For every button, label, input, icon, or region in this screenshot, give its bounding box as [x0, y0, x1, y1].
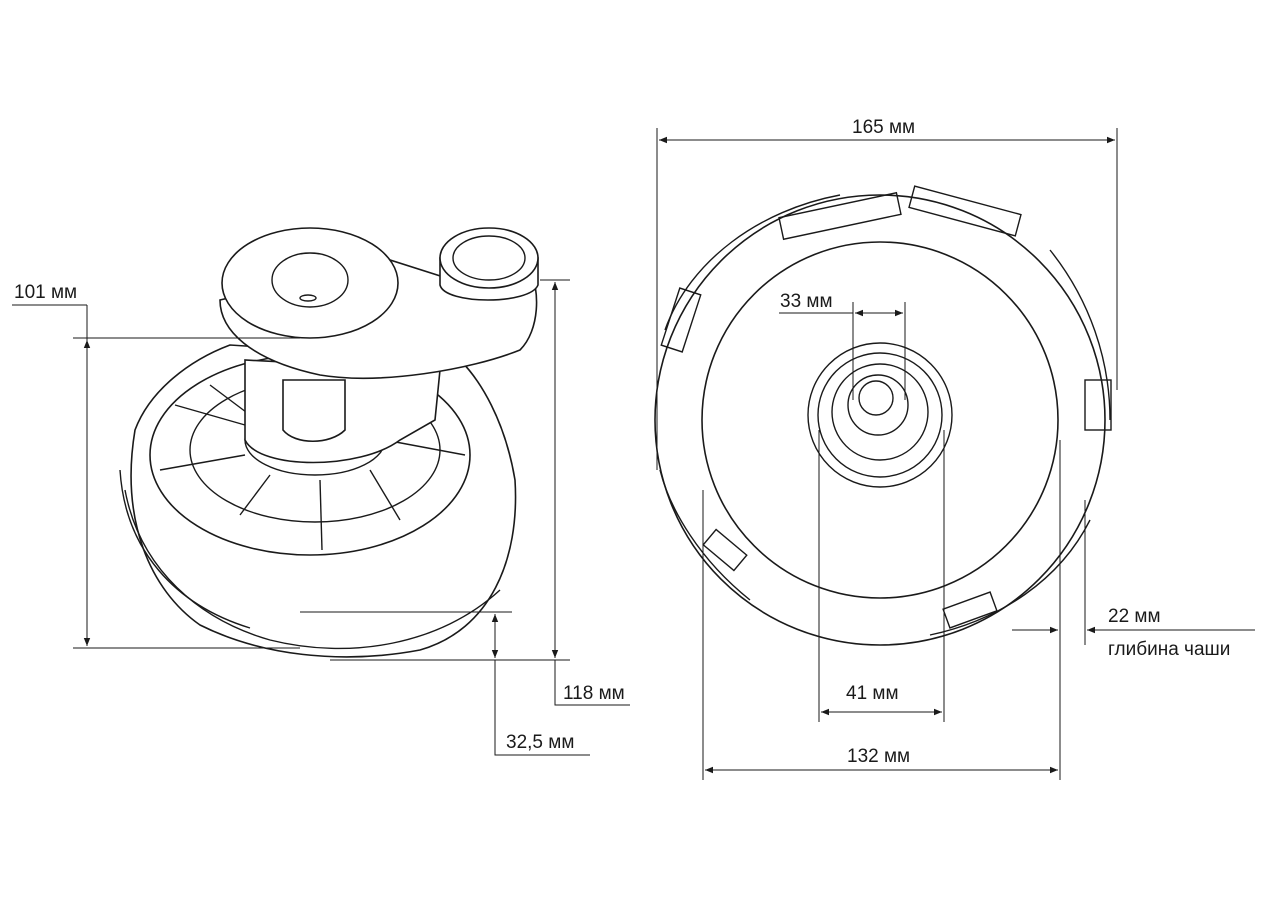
- dim-label-165: 165 мм: [852, 117, 915, 138]
- dim-label-33: 33 мм: [780, 291, 833, 312]
- dim-132: 132 мм: [702, 440, 1061, 780]
- dim-label-101: 101 мм: [14, 282, 77, 303]
- dim-label-bowl-depth: глибина чаши: [1108, 639, 1230, 660]
- dim-22: 22 мм глибина чаши: [1012, 500, 1255, 660]
- dim-label-41: 41 мм: [846, 683, 899, 704]
- dim-label-32-5: 32,5 мм: [506, 732, 574, 753]
- dim-41: 41 мм: [818, 430, 945, 722]
- dim-label-132: 132 мм: [847, 746, 910, 767]
- dim-32-5: 32,5 мм: [300, 611, 590, 756]
- top-view-product: [654, 185, 1112, 646]
- dim-165: 165 мм: [656, 117, 1118, 470]
- dim-33: 33 мм: [779, 291, 906, 400]
- dim-label-118: 118 мм: [563, 683, 625, 704]
- dim-label-22: 22 мм: [1108, 606, 1161, 627]
- dim-118: 118 мм: [330, 279, 630, 706]
- side-view-product: [119, 227, 539, 658]
- dim-101: 101 мм: [12, 282, 300, 649]
